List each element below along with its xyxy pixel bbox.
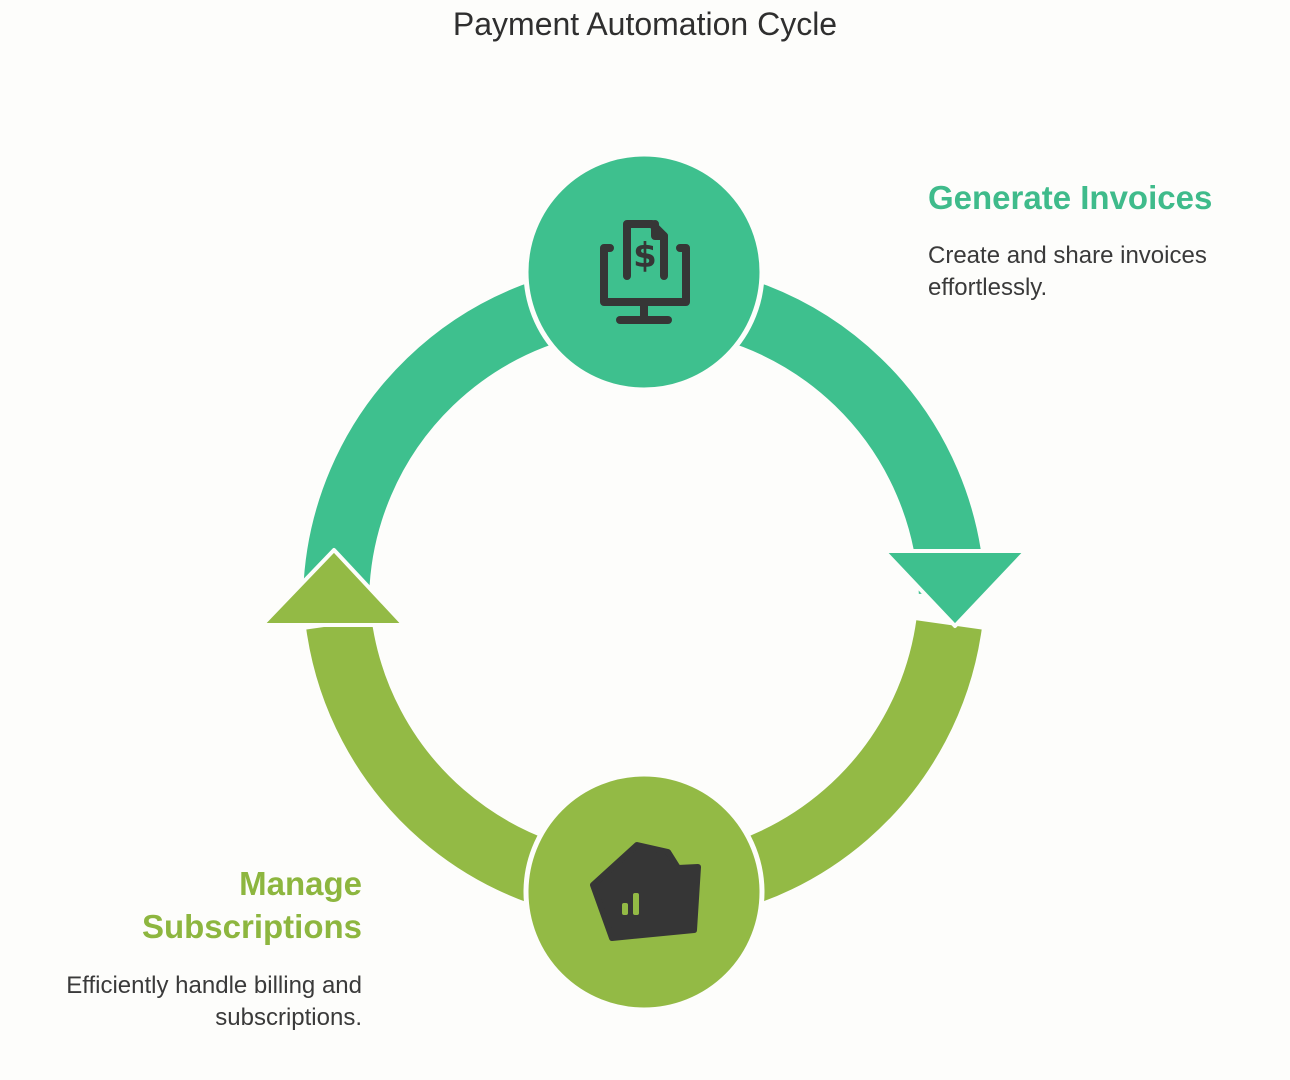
- invoice-monitor-icon: $: [600, 220, 690, 324]
- step-description-generate-invoices: Create and share invoices effortlessly.: [928, 242, 1207, 301]
- node-generate-invoices: [523, 151, 765, 393]
- arrowhead-left: [260, 548, 406, 627]
- step-title-generate-invoices: Generate Invoices: [928, 179, 1213, 216]
- wallet-icon: [590, 842, 701, 941]
- arrowhead-right: [882, 549, 1028, 628]
- svg-text:$: $: [633, 236, 657, 276]
- step-title-manage-subscriptions: Manage Subscriptions: [141, 865, 362, 945]
- step-description-manage-subscriptions: Efficiently handle billing and subscript…: [66, 972, 362, 1031]
- diagram-title: Payment Automation Cycle: [452, 6, 838, 42]
